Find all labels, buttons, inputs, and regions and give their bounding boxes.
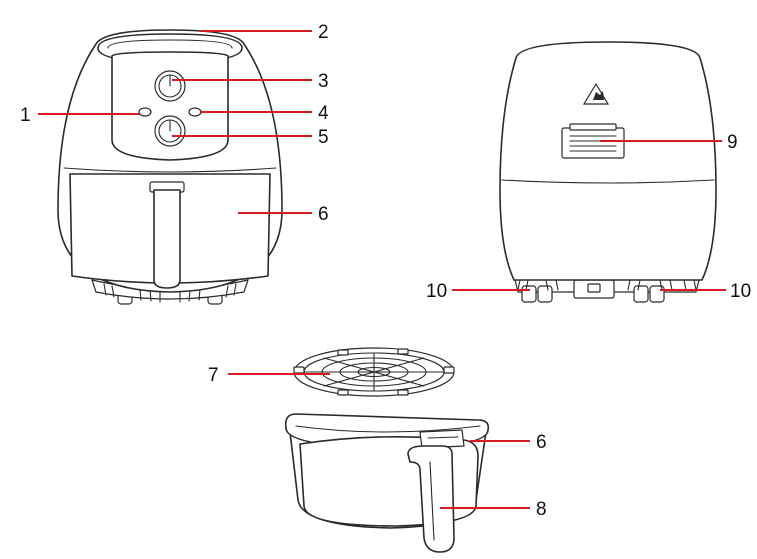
frying-basket (284, 413, 490, 553)
callout-3: 3 (318, 71, 329, 92)
temperature-knob (154, 115, 186, 147)
power-indicator-light (138, 107, 152, 117)
front-basket-handle (149, 181, 185, 289)
callout-7: 7 (208, 365, 219, 386)
warning-icon (582, 82, 610, 105)
back-view (499, 41, 717, 303)
callout-9: 9 (727, 132, 738, 153)
callout-8: 8 (536, 499, 547, 520)
basket-handle (407, 445, 455, 553)
callout-4: 4 (318, 103, 329, 124)
callout-1: 1 (20, 105, 31, 126)
callout-6-basket: 6 (536, 432, 547, 453)
leader-lines (38, 30, 726, 509)
front-view (57, 29, 283, 305)
back-body (499, 41, 717, 281)
callout-5: 5 (318, 127, 329, 148)
callout-6-front: 6 (318, 204, 329, 225)
callout-labels: 1 2 3 4 5 6 6 7 8 9 10 10 (20, 22, 751, 520)
grill-rack (293, 347, 455, 397)
callout-2: 2 (318, 22, 329, 43)
heating-indicator-light (188, 107, 202, 117)
timer-knob (154, 70, 186, 102)
callout-10-left: 10 (426, 281, 447, 302)
callout-10-right: 10 (730, 281, 751, 302)
